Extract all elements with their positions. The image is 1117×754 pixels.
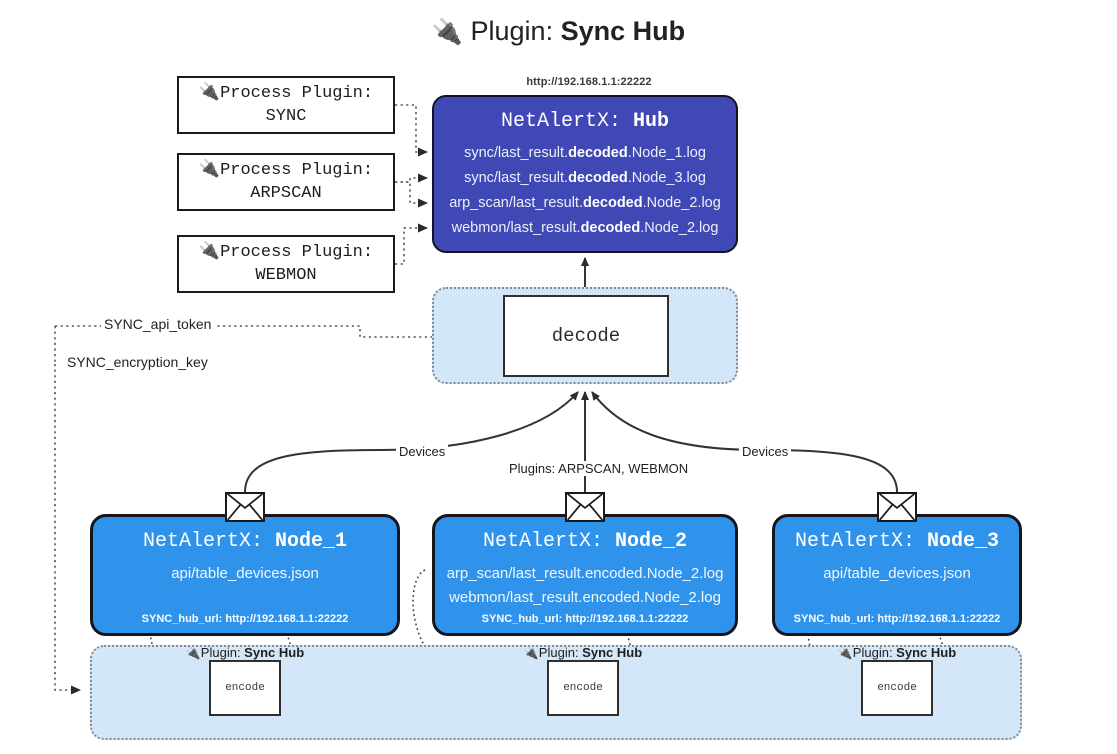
hub-url-label: http://192.168.1.1:22222 (526, 76, 652, 88)
envelope-icon (877, 492, 917, 522)
node-3-title: NetAlertX: Node_3 (794, 530, 1000, 553)
envelope-icon (565, 492, 605, 522)
node-3[interactable]: NetAlertX: Node_3 api/table_devices.json… (772, 514, 1022, 636)
encoder-1-label: 🔌Plugin: Sync Hub (185, 645, 305, 660)
hub-log-item: arp_scan/last_result.decoded.Node_2.log (449, 194, 721, 211)
node-2-title: NetAlertX: Node_2 (482, 530, 688, 553)
node-line: api/table_devices.json (171, 565, 319, 582)
encode-box-node-2[interactable]: encode (547, 660, 619, 716)
hub-title: NetAlertX: Hub (434, 110, 736, 133)
electric-plug-icon: 🔌 (198, 161, 221, 180)
process-plugin-arpscan-title: Process Plugin: (220, 161, 374, 180)
edge-label-encryption-key: SYNC_encryption_key (64, 354, 211, 370)
edge-label-api-token: SYNC_api_token (101, 316, 215, 332)
node-line: webmon/last_result.encoded.Node_2.log (449, 589, 721, 607)
process-plugin-sync-name: SYNC (265, 106, 307, 126)
node-line: arp_scan/last_result.encoded.Node_2.log (446, 565, 724, 582)
hub-title-name: Hub (633, 110, 670, 133)
hub-title-prefix: NetAlertX: (500, 110, 621, 133)
electric-plug-icon: 🔌 (431, 18, 463, 46)
electric-plug-icon: 🔌 (523, 646, 539, 660)
page-title-prefix: Plugin: (470, 16, 554, 46)
node-1-title: NetAlertX: Node_1 (142, 530, 348, 553)
encoder-cell-node-2: 🔌Plugin: Sync Hub encode (488, 645, 678, 740)
edge-node1-to-decode (244, 391, 579, 493)
edge-encryption-key-to-encoders (54, 364, 81, 695)
node-1[interactable]: NetAlertX: Node_1 api/table_devices.json… (90, 514, 400, 636)
electric-plug-icon: 🔌 (185, 646, 201, 660)
decode-box[interactable]: decode (503, 295, 669, 377)
node-2-hub-url: SYNC_hub_url: http://192.168.1.1:22222 (481, 613, 689, 625)
encoder-cell-node-3: 🔌Plugin: Sync Hub encode (802, 645, 992, 740)
edge-label-devices-right: Devices (739, 444, 792, 459)
encode-box-node-1[interactable]: encode (209, 660, 281, 716)
edge-plugin-sync-to-log1 (395, 104, 428, 157)
process-plugin-arpscan[interactable]: 🔌Process Plugin: ARPSCAN (177, 153, 395, 211)
node-2[interactable]: NetAlertX: Node_2 arp_scan/last_result.e… (432, 514, 738, 636)
edge-label-plugins-center: Plugins: ARPSCAN, WEBMON (506, 461, 692, 476)
edge-plugin-arpscan-to-log3 (395, 181, 428, 208)
node-line: api/table_devices.json (823, 565, 971, 582)
page-title: 🔌 Plugin: Sync Hub (0, 16, 1117, 47)
encoder-2-label: 🔌Plugin: Sync Hub (523, 645, 643, 660)
hub-log-item: sync/last_result.decoded.Node_1.log (464, 145, 706, 161)
hub-log-item: sync/last_result.decoded.Node_3.log (464, 169, 706, 186)
node-3-lines: api/table_devices.json (775, 562, 1019, 586)
node-1-hub-url: SYNC_hub_url: http://192.168.1.1:22222 (141, 613, 349, 625)
edge-label-devices-left: Devices (396, 444, 449, 459)
process-plugin-webmon[interactable]: 🔌Process Plugin: WEBMON (177, 235, 395, 293)
node-1-lines: api/table_devices.json (93, 562, 397, 586)
electric-plug-icon: 🔌 (198, 243, 221, 262)
encode-box-node-3[interactable]: encode (861, 660, 933, 716)
envelope-icon (225, 492, 265, 522)
process-plugin-webmon-title: Process Plugin: (220, 243, 374, 262)
encoder-cell-node-1: 🔌Plugin: Sync Hub encode (150, 645, 340, 740)
encoder-3-label: 🔌Plugin: Sync Hub (837, 645, 957, 660)
process-plugin-webmon-name: WEBMON (255, 265, 317, 285)
electric-plug-icon: 🔌 (198, 84, 221, 103)
electric-plug-icon: 🔌 (837, 646, 853, 660)
page-title-name: Sync Hub (560, 16, 686, 46)
edge-plugin-arpscan-to-log2 (395, 173, 428, 183)
process-plugin-arpscan-name: ARPSCAN (250, 183, 322, 203)
hub-log-item: webmon/last_result.decoded.Node_2.log (451, 219, 719, 236)
edge-plugin-webmon-to-log4 (395, 223, 428, 265)
process-plugin-sync-title: Process Plugin: (220, 84, 374, 103)
process-plugin-sync[interactable]: 🔌Process Plugin: SYNC (177, 76, 395, 134)
hub-log-list: sync/last_result.decoded.Node_1.log sync… (434, 141, 736, 241)
node-2-lines: arp_scan/last_result.encoded.Node_2.log … (435, 562, 735, 611)
hub-node[interactable]: NetAlertX: Hub sync/last_result.decoded.… (432, 95, 738, 253)
node-3-hub-url: SYNC_hub_url: http://192.168.1.1:22222 (793, 613, 1001, 625)
edge-node3-to-decode (591, 391, 898, 493)
